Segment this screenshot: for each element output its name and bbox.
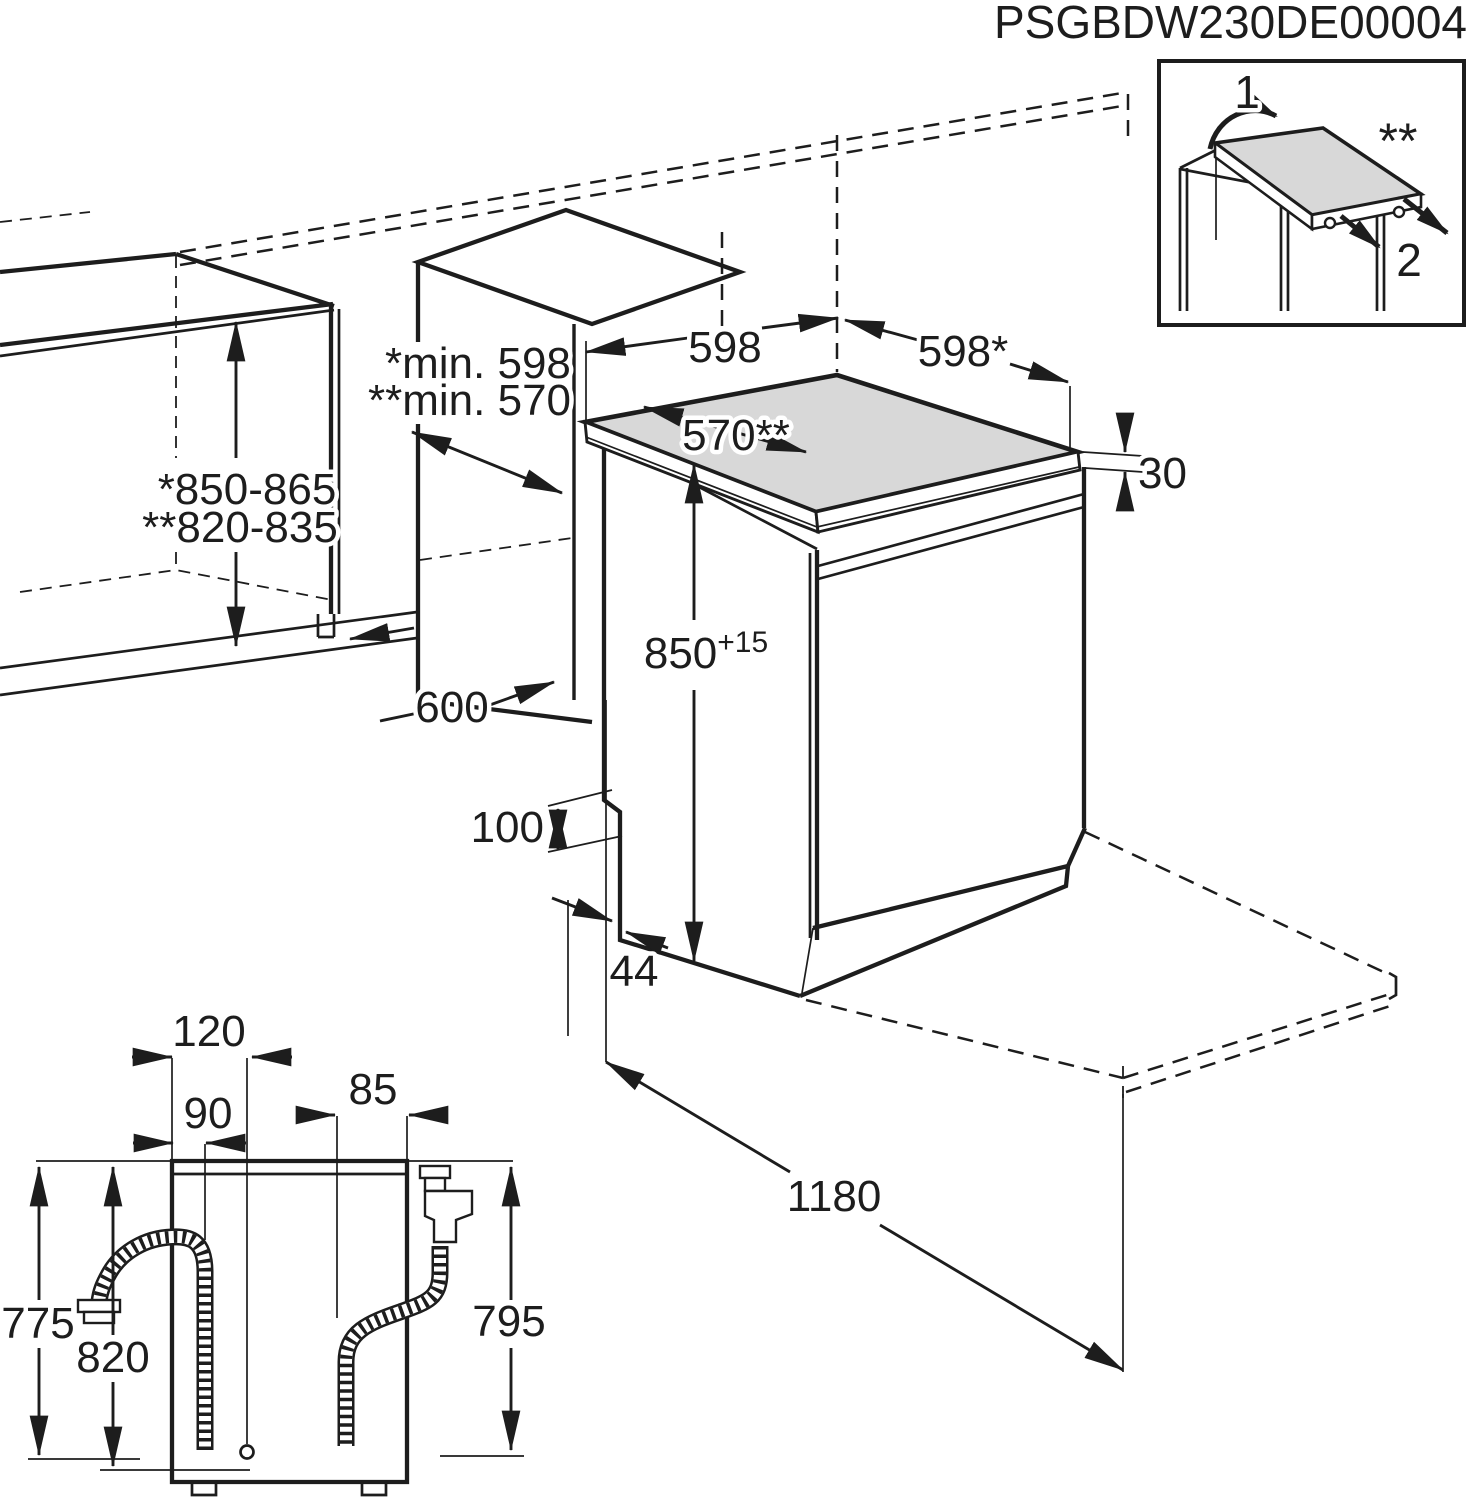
dishwasher xyxy=(576,372,1087,999)
open-door-footprint xyxy=(805,830,1398,1098)
niche-note1: *min. 598 xyxy=(385,339,571,388)
dim-90: 90 xyxy=(133,1085,246,1240)
roller-left xyxy=(1323,216,1337,230)
tap-connector-nut xyxy=(423,1176,447,1193)
slide-arrow-2 xyxy=(1402,197,1449,235)
rear-feet xyxy=(190,1482,388,1497)
dim-598star-label: 598* xyxy=(918,327,1009,376)
dim-100-label: 100 xyxy=(471,803,544,852)
worktop-removal-inset: 1 ** 2 xyxy=(1157,59,1466,327)
dim-niche-height: *850-865 **820-835 xyxy=(138,320,342,648)
kitchen-units xyxy=(0,91,1130,725)
dim-85: 85 xyxy=(295,1061,449,1318)
inlet-hose xyxy=(337,1164,474,1446)
niche-height2: **820-835 xyxy=(142,503,338,552)
dim-120-label: 120 xyxy=(172,1007,245,1056)
dim-30-label: 30 xyxy=(1138,449,1187,498)
plinth-top-edge xyxy=(812,863,1069,931)
footprint-end-bracket xyxy=(1388,971,1398,1001)
inset-note-stars: ** xyxy=(1379,113,1418,169)
dim-598-star: 598* xyxy=(843,318,1071,450)
dim-30: 30 xyxy=(1082,412,1191,512)
dim-600-label: 600 xyxy=(415,683,488,732)
rear-view: 120 90 85 775 820 xyxy=(0,1003,550,1497)
countertop-dashed-back xyxy=(179,104,1123,267)
dim-820-label: 820 xyxy=(76,1333,149,1382)
dim-600: 600 xyxy=(348,623,556,737)
control-panel-line1 xyxy=(817,492,1085,568)
niche-note2: **min. 570 xyxy=(368,376,571,425)
roller-right xyxy=(1392,205,1406,219)
dim-570: 570** xyxy=(642,405,808,465)
tilt-arrow xyxy=(1207,93,1278,150)
drain-connection-point xyxy=(239,1444,255,1460)
worktop-top-face xyxy=(576,372,1087,515)
dim-598: 598 xyxy=(584,313,840,420)
footprint-left-edge xyxy=(805,998,1124,1080)
drawing-code: PSGBDW230DE00004 xyxy=(994,0,1467,48)
dim-795: 795 xyxy=(440,1165,550,1457)
lowboard-cabinet xyxy=(0,251,418,697)
inlet-valve-body xyxy=(423,1189,474,1244)
footprint-front-edge2 xyxy=(1125,1004,1391,1094)
inset-worktop xyxy=(1210,126,1426,232)
footprint-front-edge xyxy=(1122,992,1391,1080)
plinth-bottom-edge xyxy=(799,865,1071,998)
drain-hose xyxy=(76,1228,214,1450)
dim-570-label: 570** xyxy=(682,411,790,460)
dim-850-label: 850+15 xyxy=(644,626,768,678)
countertop-dashed-front xyxy=(179,91,1123,254)
footprint-back-edge xyxy=(1084,830,1391,977)
dim-820: 820 xyxy=(72,1165,250,1471)
inset-step1-label: 1 xyxy=(1234,66,1260,118)
niche-cabinet xyxy=(411,207,747,725)
dim-1180-label: 1180 xyxy=(787,1172,882,1221)
dim-44: 44 xyxy=(551,896,669,1036)
worktop xyxy=(576,372,1087,535)
inset-step2-label: 2 xyxy=(1396,234,1422,286)
dim-795-label: 795 xyxy=(472,1297,545,1346)
dim-90-label: 90 xyxy=(184,1089,233,1138)
inset-border xyxy=(1157,59,1466,327)
dim-598-label: 598 xyxy=(688,323,761,372)
dim-1180: 1180 xyxy=(604,700,1125,1372)
niche-top-face xyxy=(411,207,747,327)
dim-120: 120 xyxy=(132,1003,292,1161)
dim-niche-depth: *min. 598 **min. 570 xyxy=(364,335,576,495)
dim-775-label: 775 xyxy=(1,1299,74,1348)
dim-44-label: 44 xyxy=(610,947,659,996)
dim-85-label: 85 xyxy=(349,1065,398,1114)
tap-connector-cap xyxy=(418,1164,452,1180)
dim-775: 775 xyxy=(0,1165,140,1460)
niche-height1: *850-865 xyxy=(158,465,337,514)
control-panel-line2 xyxy=(817,505,1085,581)
dimensions-main: 598 598* 570** 30 850+15 xyxy=(138,313,1191,1372)
plinth-right-step xyxy=(1066,827,1087,867)
side-face-outline xyxy=(601,437,801,999)
dim-850: 850+15 xyxy=(639,462,773,963)
slide-arrow-1 xyxy=(1339,214,1381,249)
rear-machine-outline xyxy=(169,1158,410,1485)
dim-100: 100 xyxy=(466,789,623,857)
